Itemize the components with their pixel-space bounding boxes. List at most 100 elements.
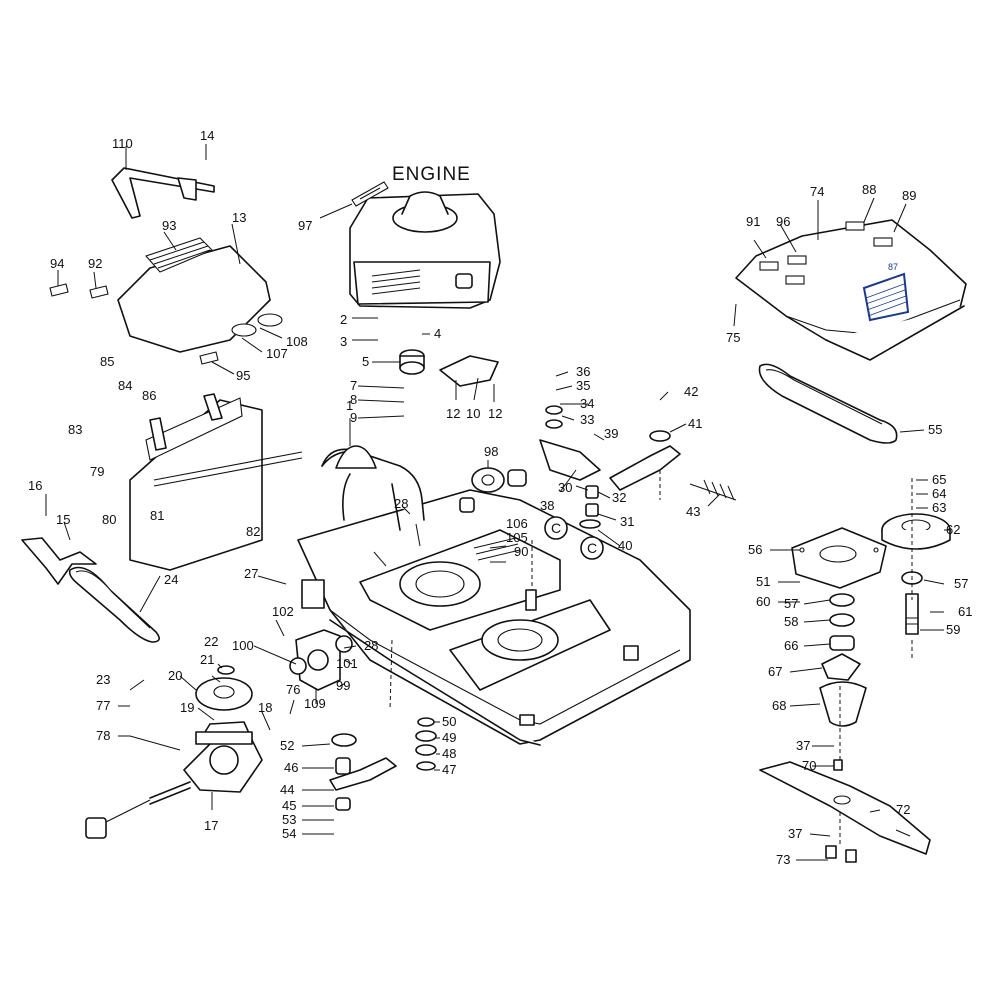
pulley-right — [881, 513, 951, 550]
label-19: 19 — [180, 700, 194, 715]
label-41: 41 — [688, 416, 702, 431]
label-107: 107 — [266, 346, 288, 361]
engine — [349, 191, 501, 309]
label-59: 59 — [946, 622, 960, 637]
seat-plate — [117, 237, 283, 353]
label-3: 3 — [340, 334, 347, 349]
label-43: 43 — [686, 504, 700, 519]
seat-brackets — [49, 283, 219, 365]
label-102: 102 — [272, 604, 294, 619]
label-55: 55 — [928, 422, 942, 437]
label-94: 94 — [50, 256, 64, 271]
label-61: 61 — [958, 604, 972, 619]
label-81: 81 — [150, 508, 164, 523]
label-60: 60 — [756, 594, 770, 609]
height-lever — [329, 733, 397, 811]
label-24: 24 — [164, 572, 178, 587]
label-84: 84 — [118, 378, 132, 393]
label-77: 77 — [96, 698, 110, 713]
panel — [129, 393, 303, 571]
spindle-housing — [791, 527, 887, 589]
label-82: 82 — [246, 524, 260, 539]
label-40: 40 — [618, 538, 632, 553]
lever-arm — [609, 430, 737, 501]
label-48: 48 — [442, 746, 456, 761]
transaxle — [85, 721, 263, 839]
label-13: 13 — [232, 210, 246, 225]
leader-lines — [45, 144, 950, 861]
pivot-linkage — [539, 405, 601, 529]
label-65: 65 — [932, 472, 946, 487]
label-58: 58 — [784, 614, 798, 629]
dome-cap — [335, 445, 377, 469]
label-106: 106 — [506, 516, 528, 531]
highlighted-decal — [862, 272, 910, 322]
pivot-bracket — [289, 629, 353, 691]
label-99: 99 — [336, 678, 350, 693]
belt-guard — [21, 537, 97, 585]
label-53: 53 — [282, 812, 296, 827]
label-73: 73 — [776, 852, 790, 867]
label-56: 56 — [748, 542, 762, 557]
label-31: 31 — [620, 514, 634, 529]
blade — [759, 761, 931, 855]
engine-decal — [351, 181, 389, 207]
label-92: 92 — [88, 256, 102, 271]
label-64: 64 — [932, 486, 946, 501]
blade-bolts — [825, 759, 857, 863]
label-91: 91 — [746, 214, 760, 229]
label-7: 7 — [350, 378, 357, 393]
label-86: 86 — [142, 388, 156, 403]
svg-text:C: C — [551, 520, 561, 536]
label-68: 68 — [772, 698, 786, 713]
engine-mount — [399, 349, 499, 387]
label-62: 62 — [946, 522, 960, 537]
label-85: 85 — [100, 354, 114, 369]
label-78: 78 — [96, 728, 110, 743]
label-17: 17 — [204, 818, 218, 833]
label-63: 63 — [932, 500, 946, 515]
label-74: 74 — [810, 184, 824, 199]
label-101: 101 — [336, 656, 358, 671]
label-90: 90 — [514, 544, 528, 559]
label-83: 83 — [68, 422, 82, 437]
pulley-left — [195, 665, 253, 711]
label-35: 35 — [576, 378, 590, 393]
label-2: 2 — [340, 312, 347, 327]
handle-bar — [111, 167, 215, 219]
belt-left — [68, 566, 160, 643]
label-37b: 37 — [788, 826, 802, 841]
label-30: 30 — [558, 480, 572, 495]
label-87: 87 — [888, 262, 898, 272]
label-89: 89 — [902, 188, 916, 203]
label-66: 66 — [784, 638, 798, 653]
label-36: 36 — [576, 364, 590, 379]
label-52: 52 — [280, 738, 294, 753]
label-39: 39 — [604, 426, 618, 441]
label-38: 38 — [540, 498, 554, 513]
label-5: 5 — [362, 354, 369, 369]
section-marker-c-upper: C — [544, 516, 568, 540]
label-20: 20 — [168, 668, 182, 683]
label-22: 22 — [204, 634, 218, 649]
bearing-assembly — [459, 467, 527, 513]
label-47: 47 — [442, 762, 456, 777]
engine-label: ENGINE — [392, 164, 471, 185]
label-46: 46 — [284, 760, 298, 775]
label-51: 51 — [756, 574, 770, 589]
label-1: 1 — [346, 398, 353, 413]
label-98: 98 — [484, 444, 498, 459]
label-67: 67 — [768, 664, 782, 679]
label-23: 23 — [96, 672, 110, 687]
label-8: 8 — [350, 392, 357, 407]
label-72: 72 — [896, 802, 910, 817]
label-37a: 37 — [796, 738, 810, 753]
label-96: 96 — [776, 214, 790, 229]
label-70: 70 — [802, 758, 816, 773]
label-16: 16 — [28, 478, 42, 493]
label-57a: 57 — [954, 576, 968, 591]
label-100: 100 — [232, 638, 254, 653]
label-14: 14 — [200, 128, 214, 143]
belt-right — [758, 363, 898, 444]
